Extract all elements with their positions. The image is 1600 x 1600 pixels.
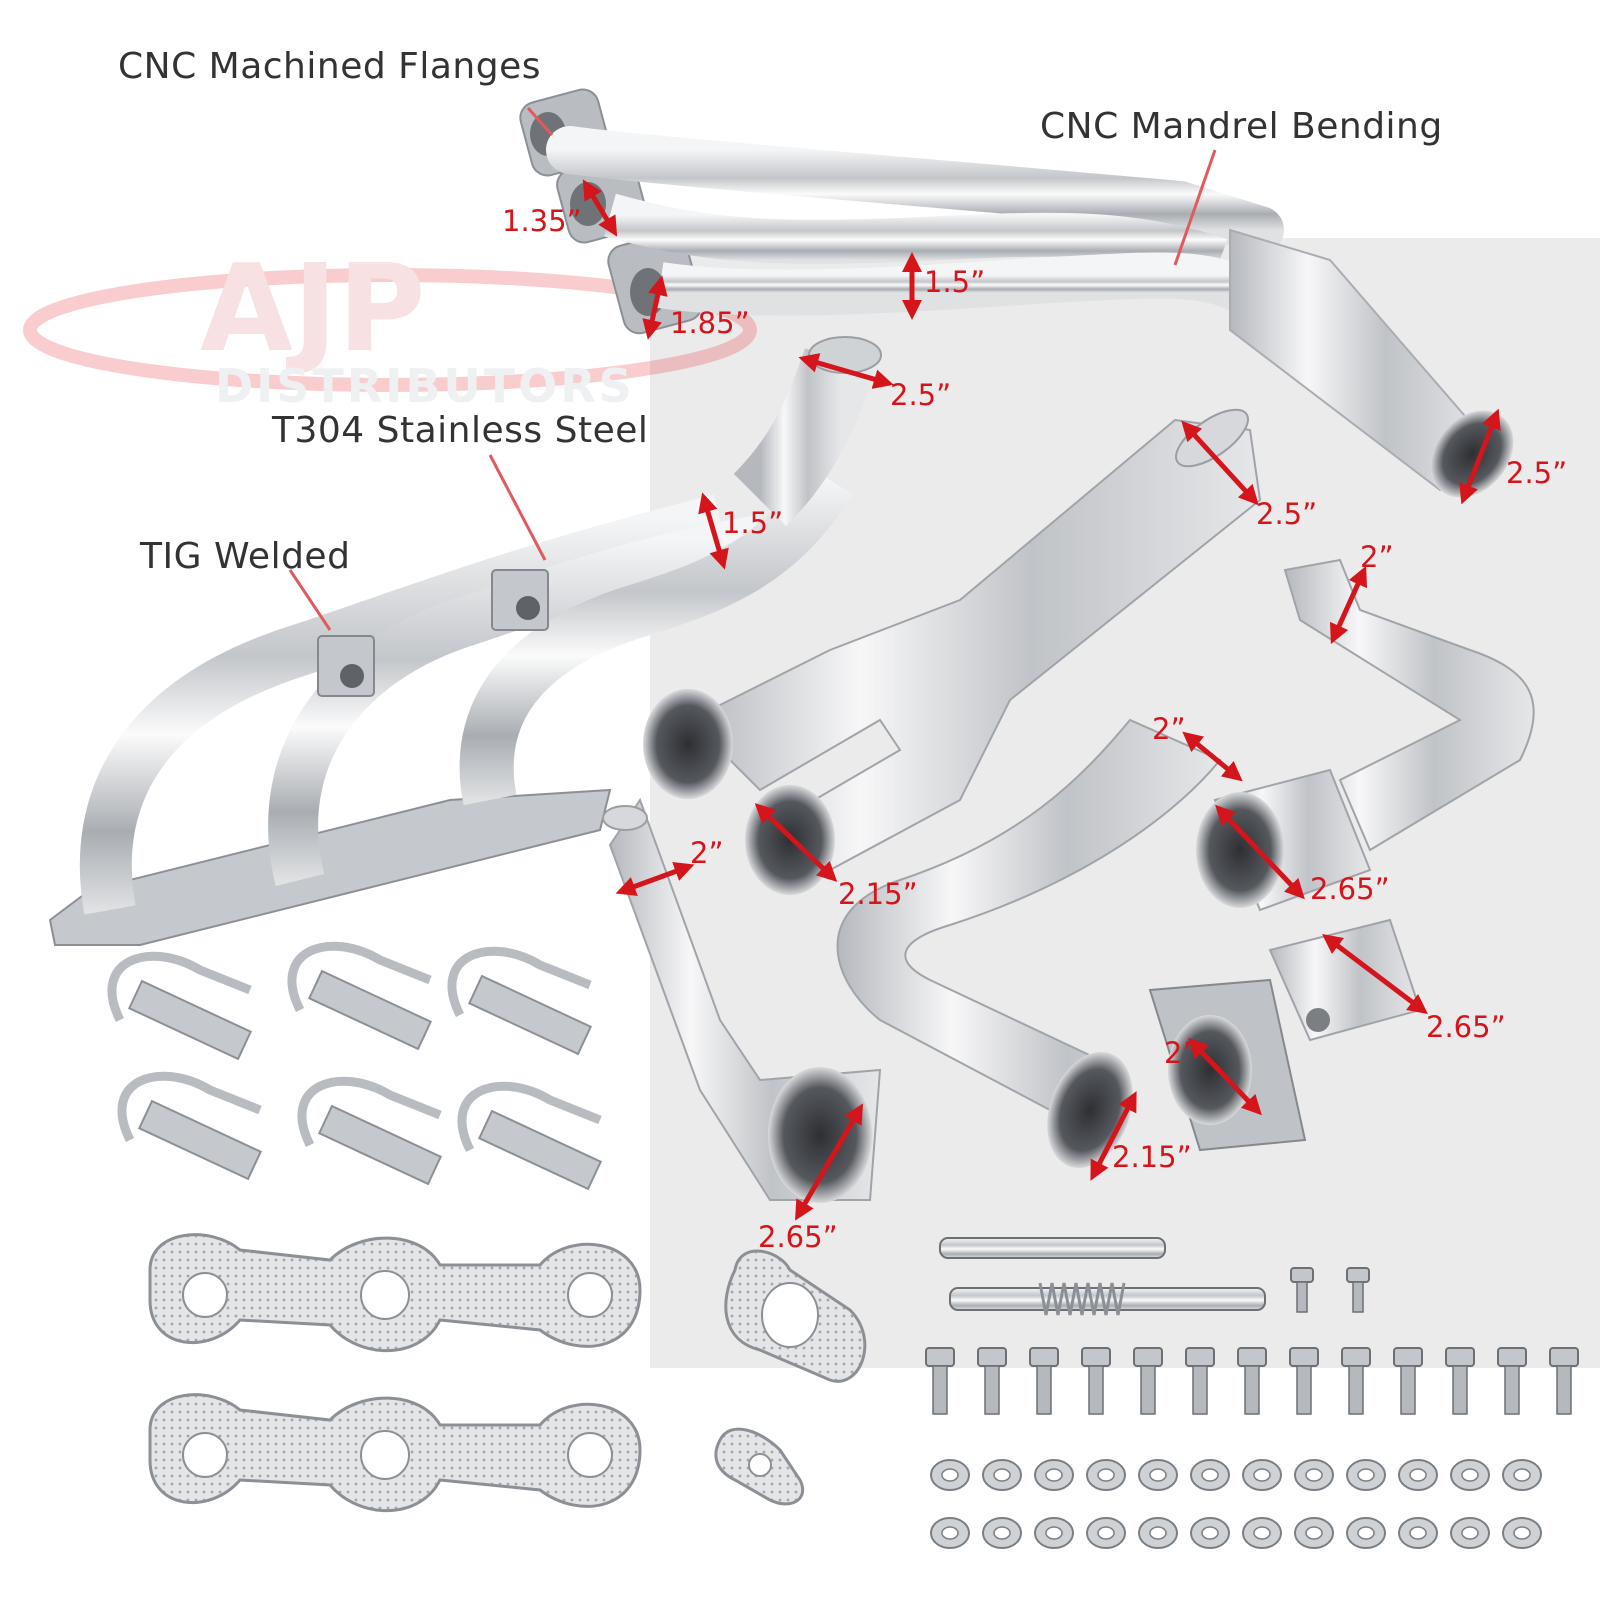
bolt (1445, 1347, 1475, 1415)
washer-hole (1253, 1468, 1271, 1482)
spring-bolts (939, 1237, 1266, 1316)
upper-header (519, 88, 1514, 498)
washer-hole (1149, 1468, 1167, 1482)
washer-hole (1097, 1468, 1115, 1482)
watermark-sub: DISTRIBUTORS (215, 359, 635, 413)
clamp-1 (107, 951, 253, 1061)
bolt (1185, 1347, 1215, 1415)
washer-hole (1149, 1526, 1167, 1540)
hardware-washers (930, 1459, 1542, 1549)
bolt (1497, 1347, 1527, 1415)
dim-2-s: 2” (1152, 712, 1186, 746)
dim-265-left: 2.65” (758, 1220, 838, 1254)
bolt (925, 1347, 955, 1415)
washer-hole (1253, 1526, 1271, 1540)
washer-hole (1097, 1526, 1115, 1540)
bolt (1393, 1347, 1423, 1415)
bolt (1341, 1347, 1371, 1415)
bolt (1029, 1347, 1059, 1415)
hardware-bolts (925, 1267, 1579, 1415)
dim-135: 1.35” (502, 204, 582, 238)
dim-25-right: 2.5” (1506, 456, 1568, 490)
dim-215-s: 2.15” (1112, 1140, 1192, 1174)
dim-265-right: 2.65” (1310, 872, 1390, 906)
header-gasket-2 (148, 1393, 642, 1513)
bolt (1549, 1347, 1579, 1415)
watermark-brand: AJP (200, 240, 425, 379)
bolt (1237, 1347, 1267, 1415)
bolt (1133, 1347, 1163, 1415)
dim-215-y: 2.15” (838, 877, 918, 911)
washer-hole (1513, 1468, 1531, 1482)
label-cnc-bending: CNC Mandrel Bending (1040, 106, 1443, 147)
bolt (1289, 1347, 1319, 1415)
washer-hole (993, 1468, 1011, 1482)
flange-gasket-large (724, 1249, 867, 1383)
dim-15-left: 1.5” (722, 506, 784, 540)
small-bolt (1346, 1267, 1370, 1313)
clamp-5 (297, 1076, 443, 1186)
bolt (977, 1347, 1007, 1415)
washer-hole (1409, 1468, 1427, 1482)
washer-hole (993, 1526, 1011, 1540)
label-t304: T304 Stainless Steel (272, 410, 649, 451)
dim-2-left: 2” (690, 836, 724, 870)
washer-hole (1357, 1468, 1375, 1482)
washer-hole (1461, 1468, 1479, 1482)
bolt (1081, 1347, 1111, 1415)
dim-265-flange: 2.65” (1426, 1010, 1506, 1044)
label-tig: TIG Welded (140, 536, 351, 577)
header-gasket-1 (148, 1233, 642, 1353)
dimension-arrows (582, 179, 1501, 1221)
dim-25-left: 2.5” (890, 378, 952, 412)
dim-2-right: 2” (1360, 540, 1394, 574)
watermark-logo: AJP DISTRIBUTORS (23, 240, 757, 413)
small-bolt (1290, 1267, 1314, 1313)
clamp-6 (457, 1081, 603, 1191)
clamp-3 (447, 946, 593, 1056)
washer-hole (1201, 1526, 1219, 1540)
washer-hole (941, 1526, 959, 1540)
washer-hole (1409, 1526, 1427, 1540)
washer-hole (1045, 1468, 1063, 1482)
pipe-right-bent (1196, 558, 1535, 912)
washer-hole (941, 1468, 959, 1482)
flange-adapter (1148, 918, 1422, 1152)
dim-185: 1.85” (670, 306, 750, 340)
clamp-2 (287, 941, 433, 1051)
dim-2-flange: 2” (1164, 1036, 1198, 1070)
washer-hole (1357, 1526, 1375, 1540)
washer-hole (1045, 1526, 1063, 1540)
dim-25-y: 2.5” (1256, 497, 1318, 531)
washer-hole (1305, 1468, 1323, 1482)
washer-hole (1201, 1468, 1219, 1482)
flange-gasket-small (714, 1427, 805, 1506)
label-cnc-flanges: CNC Machined Flanges (118, 46, 541, 87)
left-header (48, 336, 882, 946)
dim-15-top: 1.5” (924, 265, 986, 299)
washer-hole (1513, 1526, 1531, 1540)
washer-hole (1461, 1526, 1479, 1540)
washer-hole (1305, 1526, 1323, 1540)
callout-lines (288, 107, 1217, 631)
u-bolt-clamps (107, 941, 603, 1191)
clamp-4 (117, 1071, 263, 1181)
